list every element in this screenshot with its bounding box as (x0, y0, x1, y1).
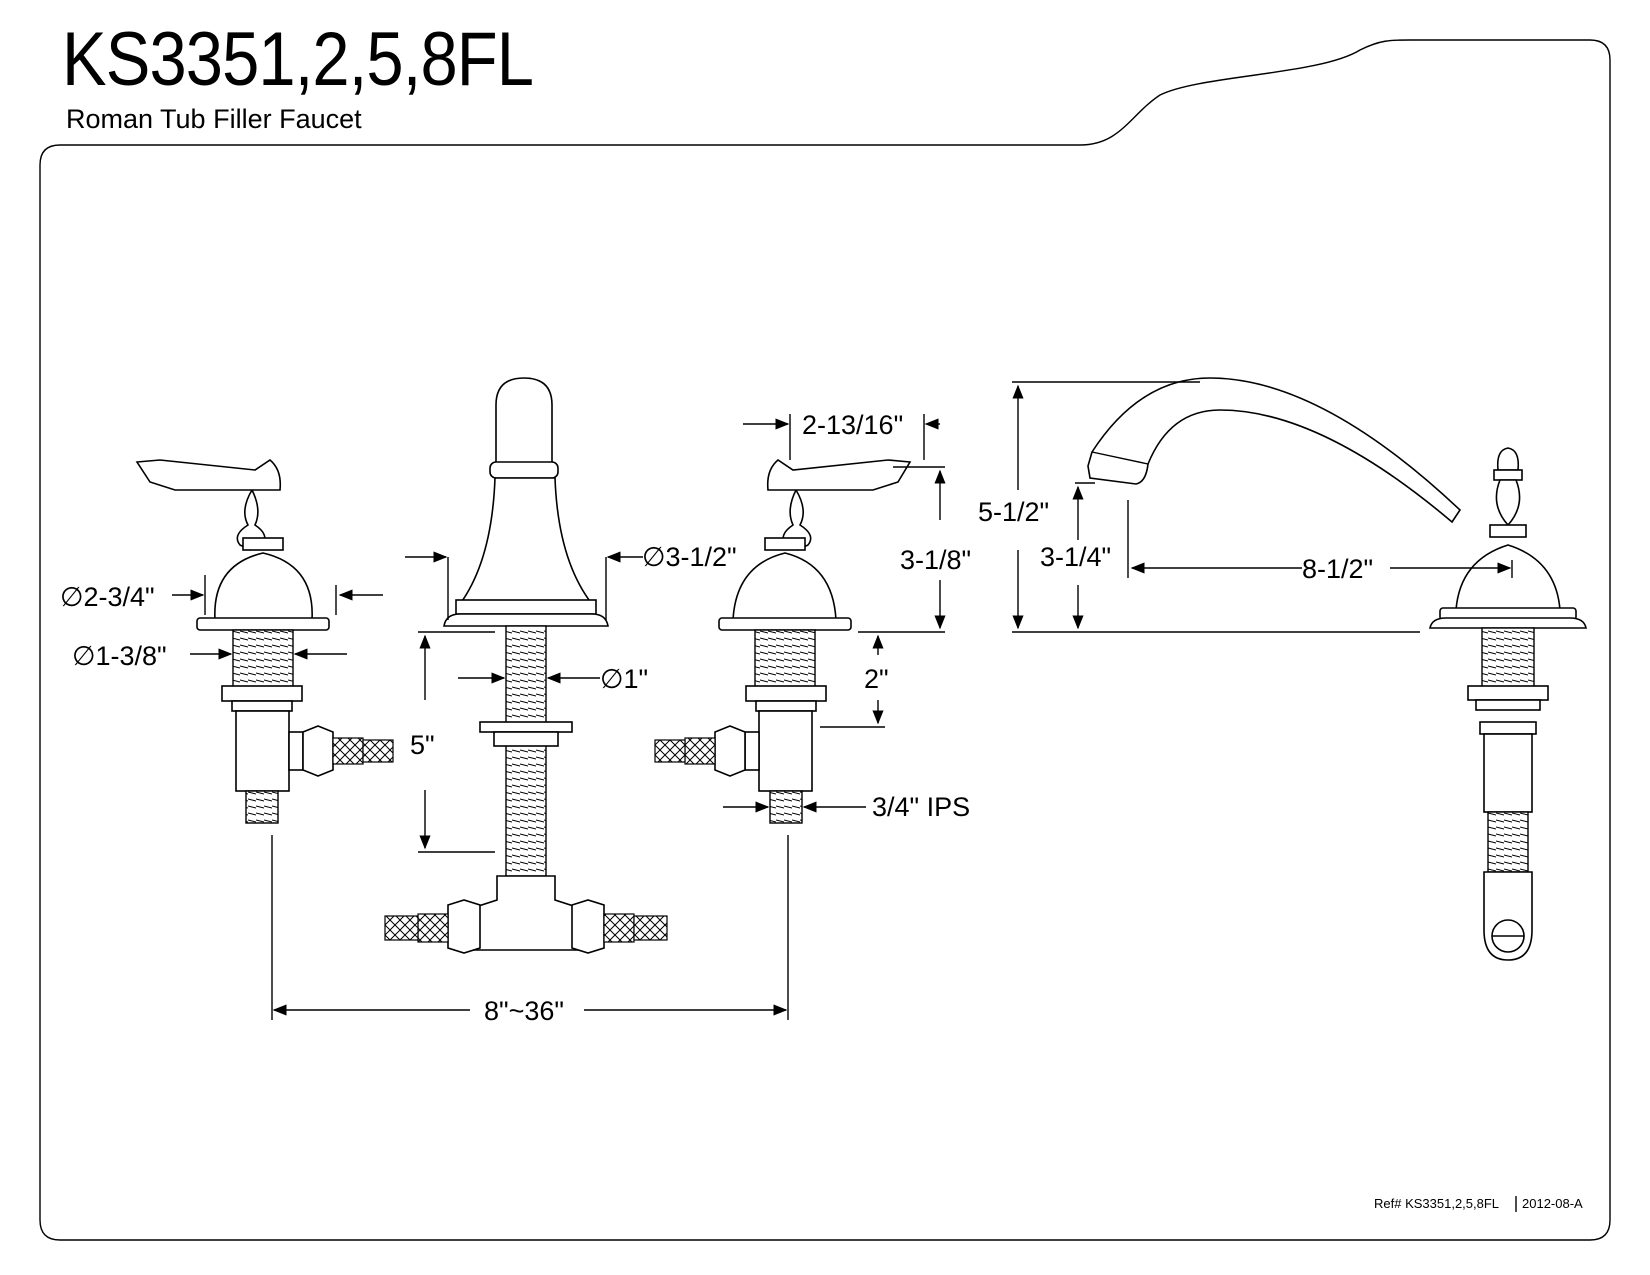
right-handle-valve (654, 459, 912, 824)
dim-handle-diameter: ∅2-3/4" (60, 582, 155, 612)
dim-shank-diameter: ∅1-3/8" (72, 641, 167, 671)
left-handle-valve (135, 459, 394, 824)
dim-handle-width: 2-13/16" (802, 410, 903, 440)
dim-spout-shank-diameter: ∅1" (600, 664, 648, 694)
center-spout-assembly (384, 377, 668, 954)
dim-valve-shank-length: 2" (864, 664, 889, 694)
dim-spout-base-diameter: ∅3-1/2" (642, 542, 737, 572)
sheet-frame (39, 39, 1611, 1241)
dim-spout-shank-length: 5" (410, 730, 435, 760)
dim-handle-height: 3-1/8" (900, 545, 971, 575)
dim-center-spread: 8"~36" (484, 996, 564, 1026)
side-view-spout-and-handle (1087, 377, 1587, 961)
footer-reference: Ref# KS3351,2,5,8FL (1374, 1196, 1499, 1211)
product-subtitle: Roman Tub Filler Faucet (66, 104, 362, 134)
dim-inlet-thread: 3/4" IPS (872, 792, 970, 822)
dim-spout-outlet-height: 3-1/4" (1040, 542, 1111, 572)
model-number-title: KS3351,2,5,8FL (62, 17, 534, 102)
footer-revision: 2012-08-A (1522, 1196, 1583, 1211)
dim-spout-reach: 8-1/2" (1302, 554, 1373, 584)
dim-spout-height: 5-1/2" (978, 497, 1049, 527)
dimension-lines (172, 381, 1513, 1020)
